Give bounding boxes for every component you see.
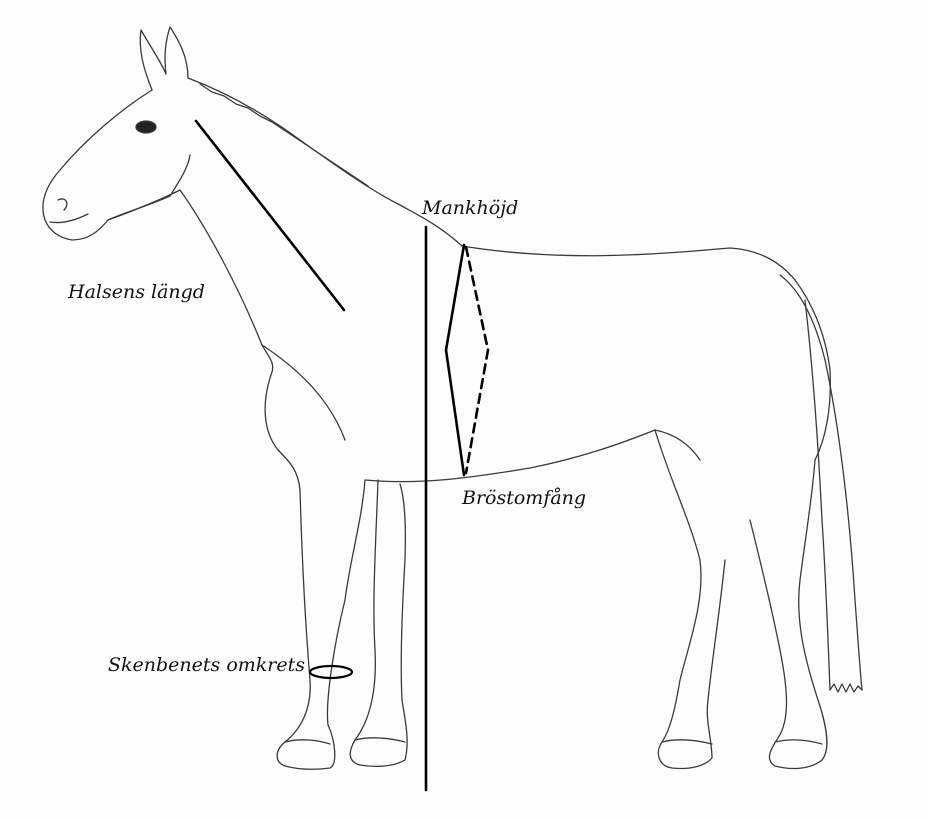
shoulder-line (262, 345, 345, 440)
nostril (58, 199, 67, 210)
chest (265, 372, 300, 490)
eye (136, 121, 156, 133)
hind-leg-far (750, 460, 827, 768)
tail-tip (830, 684, 862, 692)
left-ear (140, 30, 166, 90)
chest-girth-solid (446, 245, 464, 475)
neck-length-line (196, 121, 344, 310)
jaw (108, 190, 180, 220)
chest-girth-dashed (466, 247, 488, 473)
hind-leg-near (655, 430, 725, 769)
tail-inner (805, 300, 830, 690)
front-hoof-far (355, 738, 405, 742)
cannon-circumference-label: Skenbenets omkrets (108, 656, 305, 675)
hind-hoof-near (662, 740, 712, 744)
front-hoof-near (285, 740, 330, 744)
withers-height-label: Mankhöjd (422, 199, 518, 218)
neck-length-label: Halsens längd (68, 283, 205, 302)
measurement-lines (196, 121, 488, 790)
right-ear (165, 27, 188, 78)
belly (365, 430, 700, 482)
chest-girth-label: Bröstomfång (462, 489, 586, 508)
mouth (50, 214, 88, 223)
front-leg-near (277, 480, 365, 769)
tail (780, 275, 862, 690)
back-line (462, 246, 795, 280)
hind-hoof-far (775, 740, 822, 744)
